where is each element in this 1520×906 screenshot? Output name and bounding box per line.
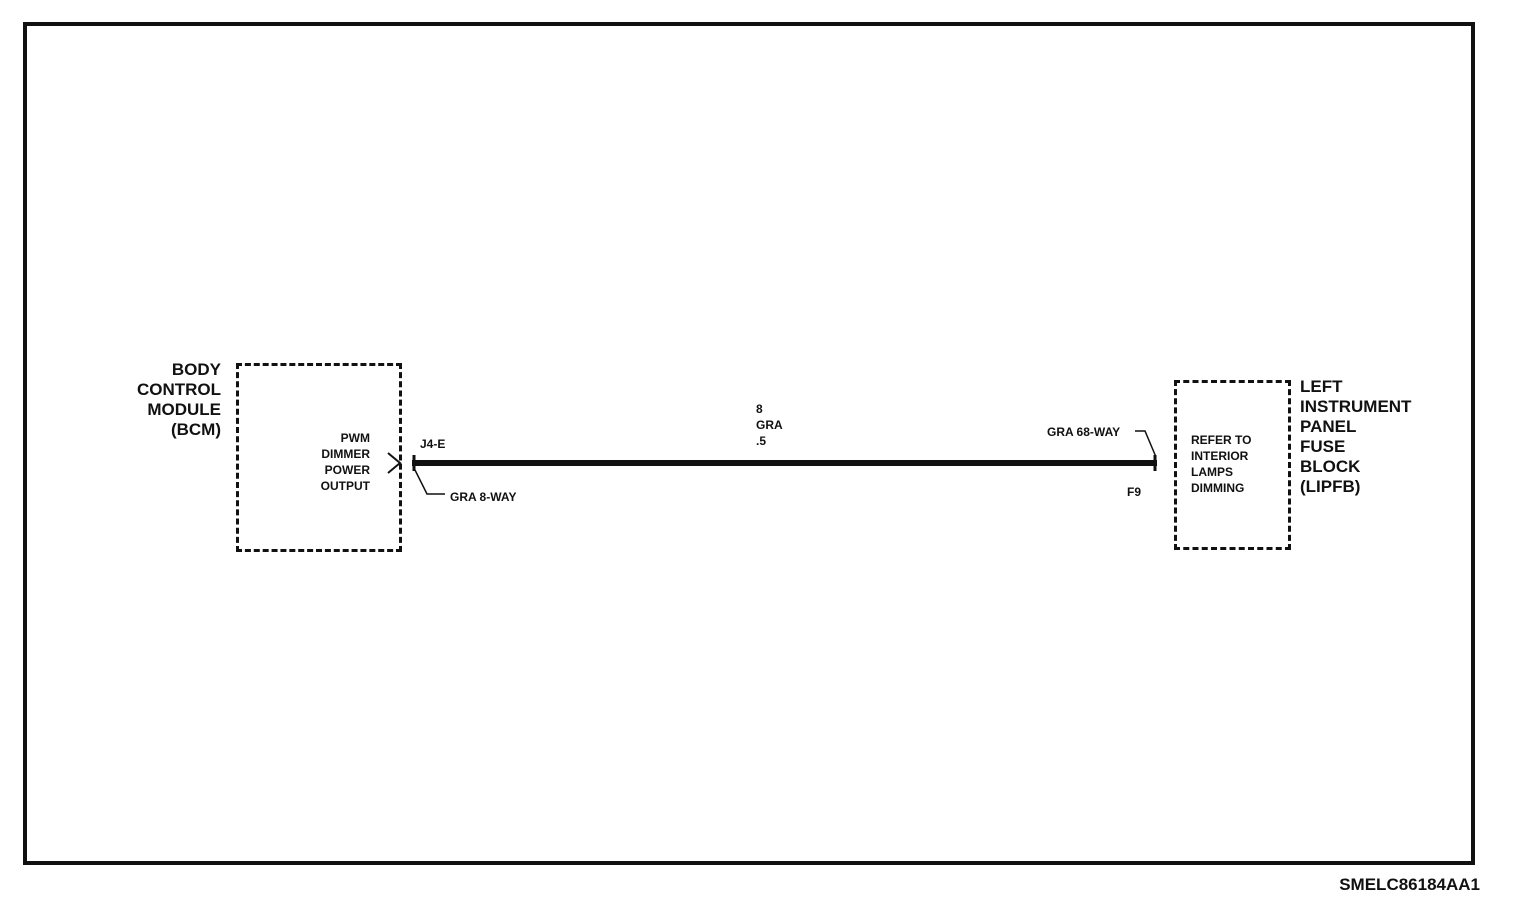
wire-size: .5: [756, 434, 767, 448]
bcm-pin-label: J4-E: [420, 437, 446, 451]
bcm-function-label: PWM DIMMER POWER OUTPUT: [320, 431, 370, 493]
bcm-box: [236, 363, 402, 552]
wire-color: GRA: [756, 418, 783, 432]
lipfb-refer-label: REFER TO INTERIOR LAMPS DIMMING: [1191, 433, 1252, 495]
bcm-connector-symbol: [387, 452, 402, 474]
bcm-label: BODY CONTROL MODULE (BCM): [136, 360, 221, 439]
lipfb-label: LEFT INSTRUMENT PANEL FUSE BLOCK (LIPFB): [1300, 377, 1412, 496]
bcm-connector-leader: [414, 469, 445, 495]
lipfb-connector-label: GRA 68-WAY: [1047, 425, 1121, 439]
wire-label: 8 GRA .5: [756, 401, 783, 449]
diagram-frame: [23, 22, 1475, 865]
lipfb-pin-label: F9: [1127, 485, 1142, 499]
lipfb-box: [1174, 380, 1291, 550]
lipfb-connector-leader: [1135, 430, 1157, 458]
wire-circuit-number: 8: [756, 402, 763, 416]
bcm-connector-label: GRA 8-WAY: [450, 490, 517, 504]
drawing-code: SMELC86184AA1: [1339, 875, 1480, 894]
